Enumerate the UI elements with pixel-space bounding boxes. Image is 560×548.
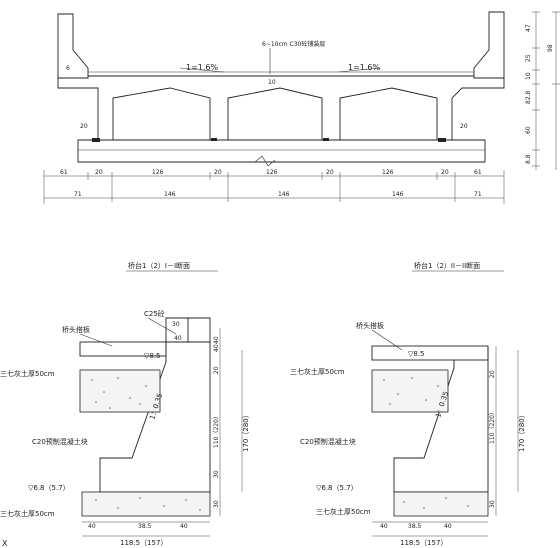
section1-right-dim-3: 30 [213,500,220,508]
section1-dim-step: 40 [174,335,182,342]
section1-bottom-total: 118.5（157） [120,539,167,547]
bottom-dim-r1-2: 126 [152,169,164,176]
section1-bottom-dim-2: 40 [180,523,188,530]
section2-right-dim-total: 170（280） [518,411,526,452]
section1-dim-cap-h: 40 [213,336,220,344]
section2-elev-top: ▽8.5 [408,350,425,358]
section2-label-head: 桥头搭板 [356,321,384,330]
bottom-dim-r1-6: 126 [382,169,394,176]
bridge-cross-section: 1=1.6% 1=1.6% 6~10cm C30砼铺装层 10 6 20 20 … [43,11,560,204]
deck-dim-small: 10 [268,79,276,86]
abutment-section-2: 桥台1（2）II－II断面 桥头搭板 ▽8.5 三七灰土厚50cm 1：0.35… [290,261,526,547]
section1-right-dim-0: 20 [213,366,220,374]
section1-cap-leader [147,317,177,335]
section1-lime-bottom [81,491,211,517]
bottom-dim-r2-3: 146 [392,191,404,198]
bearing-dim-left: 20 [80,123,88,130]
bearing-dim-right: 20 [460,123,468,130]
right-dim-1: 25 [525,54,532,62]
section1-right-dim-4: 40 [213,344,220,352]
bottom-dim-r1-7: 20 [441,169,449,176]
right-dim-ticks [532,11,560,167]
section1-title: 桥台1（2）I－I断面 [128,261,190,270]
section1-right-dim-1: 110（220） [213,413,220,448]
section1-stipple [91,377,201,511]
section1-head-leader [79,333,113,347]
section1-label-head: 桥头搭板 [62,325,90,334]
bottom-dim-r1-5: 20 [326,169,334,176]
right-parapet [473,11,505,79]
bottom-dim-r2-4: 71 [474,191,482,198]
bottom-dim-r2-0: 71 [74,191,82,198]
slope-arrow-left [179,67,225,73]
left-parapet [57,13,89,79]
bottom-dim-ticks [43,170,505,204]
right-dim-5: 8.8 [525,154,532,164]
section1-elev-mid: ▽6.8（5.7） [28,484,70,492]
bottom-dim-r2-1: 146 [164,191,176,198]
section1-lime-top [79,369,161,413]
section2-lime-bottom [393,491,489,517]
break-line [254,155,276,167]
section1-right-dim-2: 30 [213,470,220,478]
right-dim-0: 47 [525,24,532,32]
right-dim-3: 82.8 [525,90,532,104]
slope-arrow-right [337,67,381,73]
left-edge-dim: 6 [66,65,70,72]
bottom-dim-r1-8: 61 [474,169,482,176]
section2-bottom-total: 118.5（157） [400,539,447,547]
corner-mark: X [2,539,8,548]
section2-bottom-dim-0: 40 [380,523,388,530]
slope-label-right: 1=1.6% [348,63,381,72]
section2-elev-mid: ▽6.8（5.7） [316,484,358,492]
section2-right-dim-2: 30 [489,500,496,508]
bearing-right [438,138,446,142]
section1-label-cap: C25砼 [144,309,165,318]
section2-title: 桥台1（2）II－II断面 [414,261,480,270]
section2-right-dim-0: 20 [489,370,496,378]
bottom-dim-r2-2: 146 [278,191,290,198]
slope-label-left: 1=1.6% [186,63,219,72]
bearing-mid-1 [211,138,217,141]
section2-stipple [383,377,469,509]
pavement-note: 6~10cm C30砼铺装层 [262,40,325,48]
section1-label-lime-bottom: 三七灰土厚50cm [0,509,55,518]
section2-label-concrete: C20预制混凝土块 [300,437,356,446]
section2-head-leader [371,329,403,351]
section2-label-lime-top: 三七灰土厚50cm [290,367,345,376]
section2-label-lime-bottom: 三七灰土厚50cm [316,507,371,516]
section1-label-lime-top: 三七灰土厚50cm [0,369,55,378]
section1-dim-cap-w: 30 [172,321,180,328]
bearing-mid-2 [323,138,329,141]
bottom-dim-r1-1: 20 [95,169,103,176]
right-dim-2: 10 [525,72,532,80]
bearing-left [92,138,100,142]
section1-bottom-dim-0: 40 [88,523,96,530]
bottom-dim-r1-3: 20 [214,169,222,176]
cap-beam [77,139,486,163]
section2-bottom-dim-1: 38.5 [408,523,422,530]
section1-elev-top: ▽8.5 [144,352,161,360]
girder-outline [57,78,505,141]
section2-right-dim-1: 110（220） [489,409,496,444]
section2-lime-top [371,369,449,413]
section2-approach-slab [371,345,489,361]
bottom-dim-r1-0: 61 [60,169,68,176]
section1-bottom-dim-1: 38.5 [138,523,152,530]
bottom-dim-r1-4: 126 [266,169,278,176]
section1-label-concrete: C20预制混凝土块 [32,437,88,446]
section1-right-dim-total: 170（280） [242,411,250,452]
right-dim-4: 60 [525,126,532,134]
section2-bottom-dim-2: 40 [444,523,452,530]
abutment-section-1: 桥台1（2）I－I断面 C25砼 桥头搭板 ▽8.5 三七灰土厚50cm 1：0… [0,261,250,547]
right-dim-total: 98 [547,44,554,52]
